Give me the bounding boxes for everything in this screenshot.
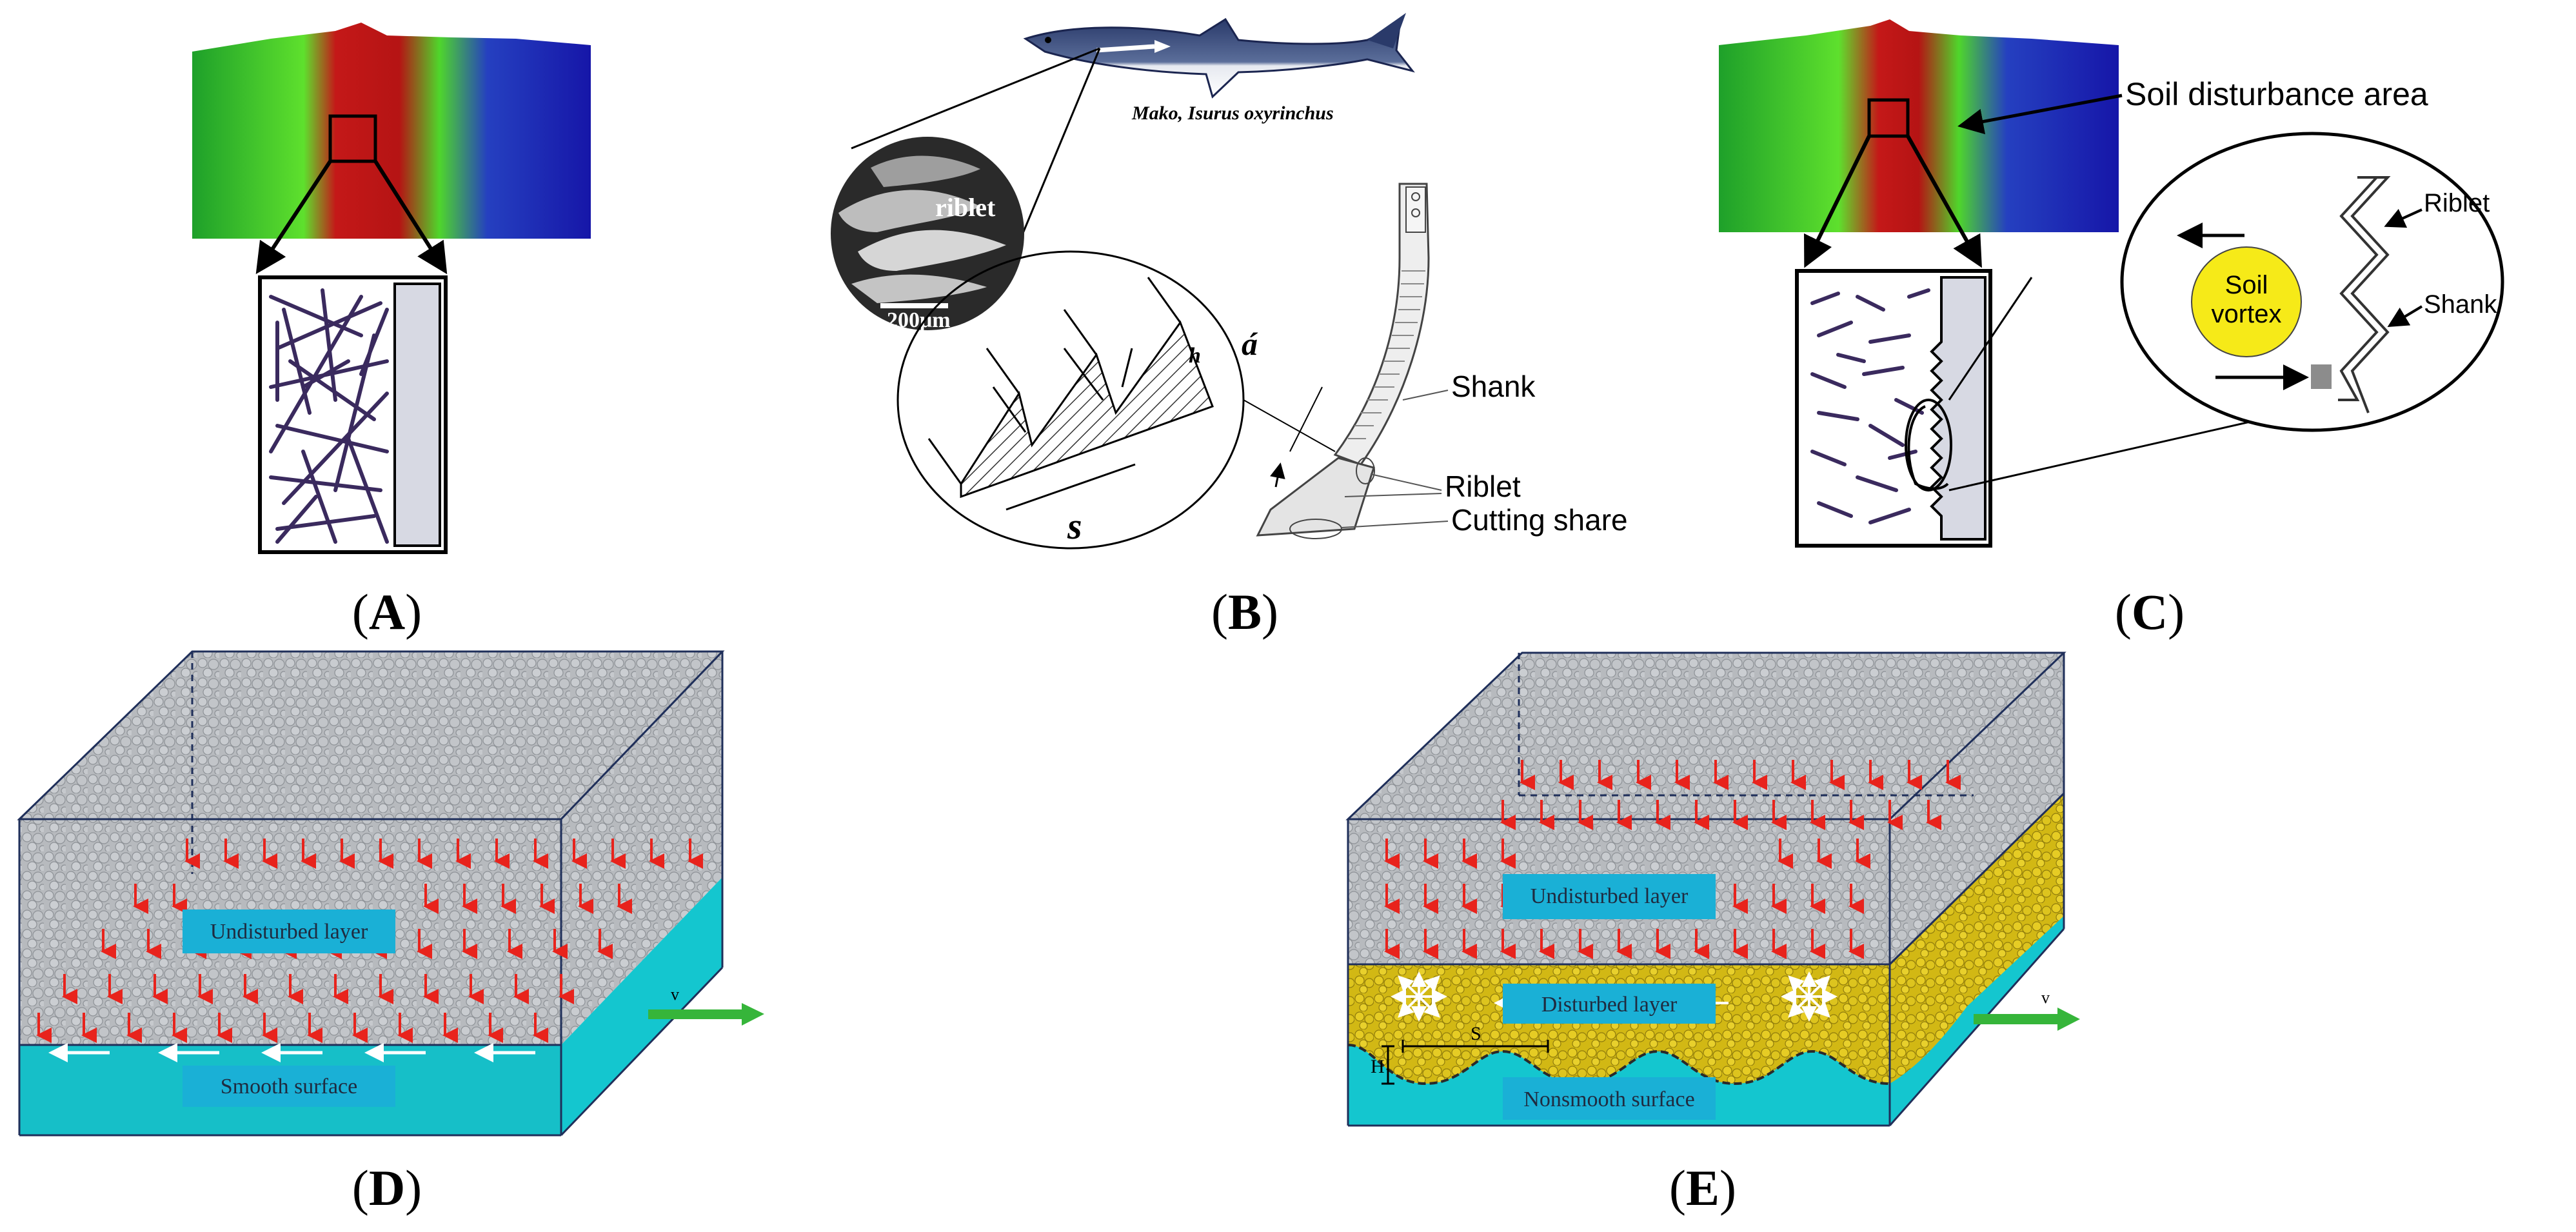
shank-label-b: Shank: [1451, 370, 1536, 403]
undisturbed-label-e: Undisturbed layer: [1531, 884, 1689, 908]
undisturbed-label-box-d: [183, 909, 395, 953]
panel-label-d: (D): [352, 1160, 422, 1216]
panel-label-b: (B): [1211, 584, 1278, 640]
panel-b: Mako, Isurus oxyrinchus riblet 200μm h: [831, 13, 1628, 640]
panel-label-e: (E): [1669, 1160, 1736, 1216]
disturbed-label: Disturbed layer: [1541, 993, 1678, 1017]
h-dimension-label: H: [1371, 1056, 1385, 1077]
vortex-inset: Soil vortex Riblet Shank: [2120, 132, 2504, 432]
dem-soil-image-c: [1719, 19, 2119, 232]
velocity-arrow-d: v: [648, 985, 764, 1026]
fiber-detail-a: [258, 275, 448, 554]
riblet-label-c: Riblet: [2424, 189, 2490, 217]
velocity-arrow-e: v: [1974, 988, 2080, 1031]
smooth-surface-label: Smooth surface: [221, 1075, 357, 1098]
undisturbed-label-d: Undisturbed layer: [210, 920, 368, 944]
dimension-marks-e: [1382, 1040, 1549, 1085]
svg-text:s: s: [1067, 505, 1082, 547]
svg-text:h: h: [1189, 344, 1201, 368]
cutting-share-label: Cutting share: [1451, 503, 1628, 537]
svg-text:Soil: Soil: [2225, 271, 2268, 299]
zoom-box-a: [328, 114, 377, 163]
svg-text:vortex: vortex: [2212, 300, 2282, 328]
nonsmooth-label-box: [1503, 1077, 1716, 1120]
panel-label-a: (A): [352, 584, 422, 640]
sem-micrograph: riblet 200μm: [831, 137, 1024, 332]
undisturbed-label-box-e: [1503, 874, 1716, 919]
disturbed-layer: [1348, 793, 2064, 1122]
panel-e: Undisturbed layer Disturbed layer Nonsmo…: [1345, 651, 2080, 1216]
svg-text:riblet: riblet: [935, 193, 996, 222]
riblet-label-b: Riblet: [1445, 470, 1521, 503]
vortex-burst-right: [1781, 971, 1838, 1022]
panel-c: Soil disturbance area Soil: [1719, 19, 2504, 640]
panel-d: Undisturbed layer Smooth surface v (D): [17, 650, 764, 1216]
subsoiler-shank: [1243, 183, 1430, 539]
shark-illustration: [1023, 13, 1415, 99]
vortex-burst-left: [1391, 971, 1447, 1022]
nonsmooth-surface-label: Nonsmooth surface: [1523, 1088, 1694, 1111]
disturbed-label-box: [1503, 984, 1716, 1024]
smooth-label-box: [183, 1066, 395, 1107]
panel-label-c: (C): [2115, 584, 2185, 640]
s-dimension-label: S: [1471, 1023, 1481, 1044]
soil-vortex: [2191, 246, 2302, 357]
fiber-detail-c: [1795, 269, 1992, 548]
panel-a: (A): [192, 23, 591, 640]
svg-text:v: v: [671, 985, 679, 1004]
species-label: Mako, Isurus oxyrinchus: [1131, 103, 1334, 124]
soil-box-top-d: [19, 651, 722, 1045]
riblet-cross-section: h á s: [927, 277, 1258, 547]
soil-disturbance-label: Soil disturbance area: [2125, 76, 2428, 112]
shank-label-c: Shank: [2424, 290, 2497, 319]
dem-soil-image-a: [192, 23, 591, 239]
svg-text:v: v: [2041, 988, 2050, 1007]
zoom-box-c: [1867, 98, 1910, 138]
svg-text:á: á: [1242, 326, 1258, 362]
